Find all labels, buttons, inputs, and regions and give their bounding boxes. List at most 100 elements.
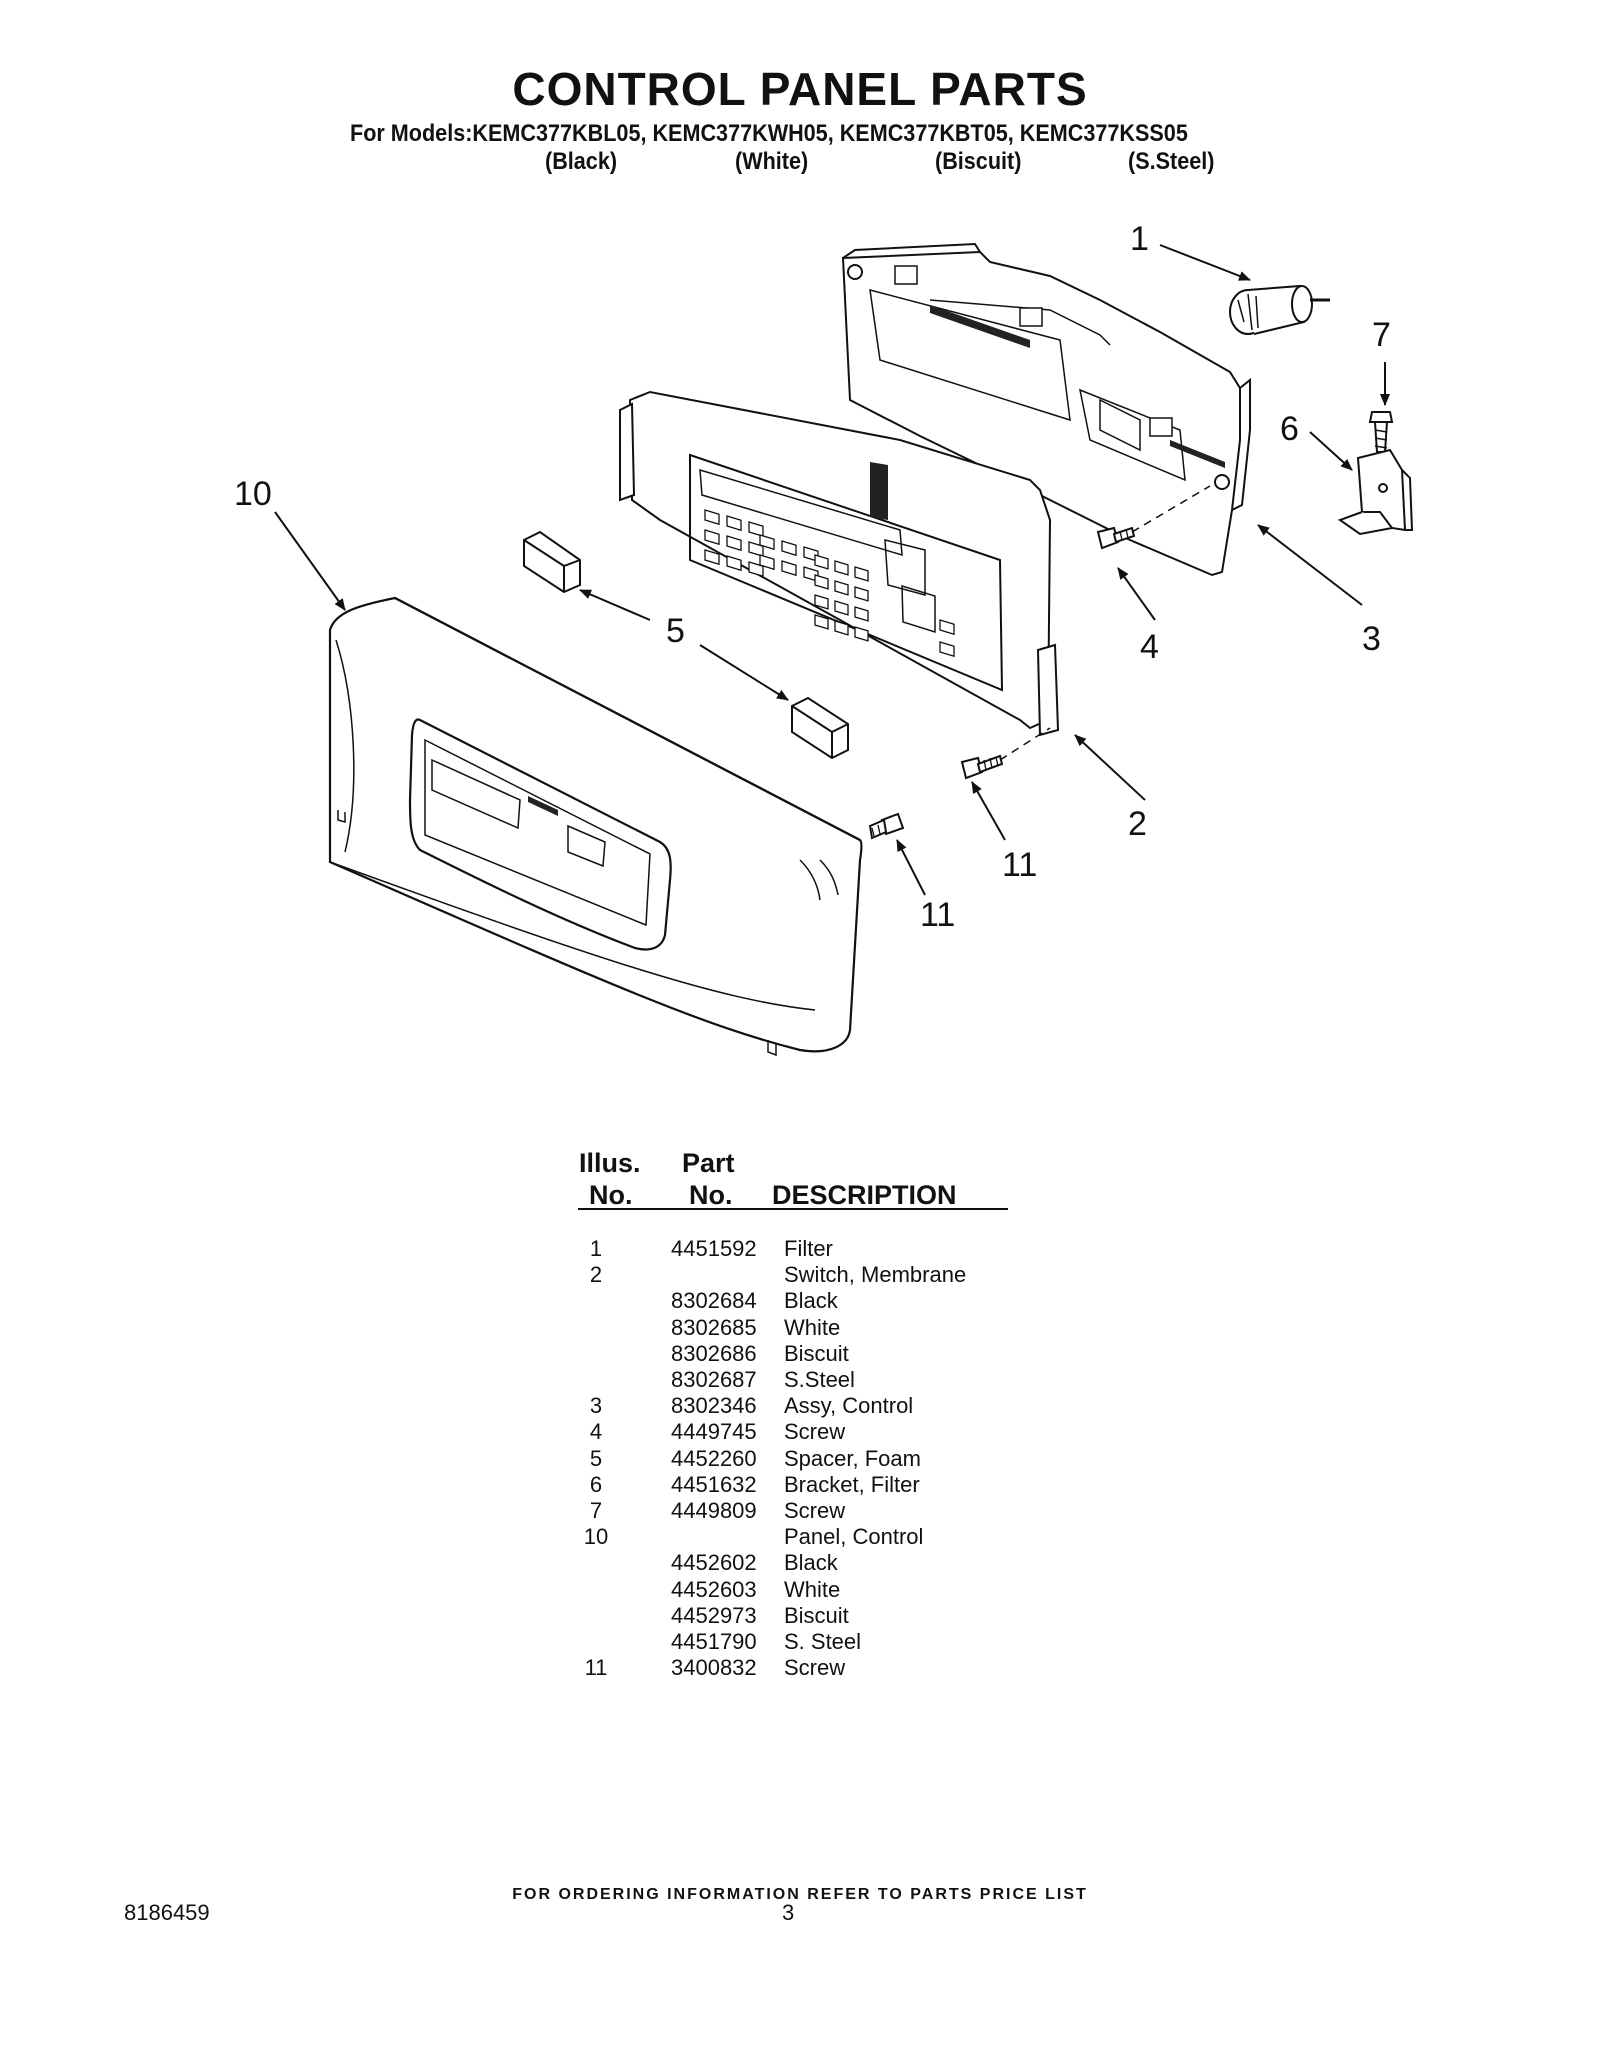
keypad-key <box>781 560 797 577</box>
part-no-cell: 4452603 <box>671 1576 757 1602</box>
keypad-key <box>726 515 742 532</box>
keypad-key <box>834 620 849 636</box>
keypad-key <box>759 554 775 571</box>
keypad-key <box>704 549 720 566</box>
part-no-cell: 4449809 <box>671 1498 757 1523</box>
header-illus-bottom: No. <box>589 1180 633 1210</box>
description-cell: Panel, Control <box>784 1524 924 1550</box>
header-description: DESCRIPTION <box>772 1180 957 1210</box>
callout-5: 5 <box>666 612 685 650</box>
part-no-cell: 4449745 <box>671 1419 757 1445</box>
control-assembly-screw <box>1096 526 1136 550</box>
illus-no-cell: 1 <box>589 1236 603 1261</box>
keypad-key <box>854 586 869 602</box>
part-no-cell: 4451592 <box>671 1236 757 1261</box>
callout-11-lower: 11 <box>920 896 955 934</box>
description-cell: Biscuit <box>784 1602 849 1628</box>
keypad-key <box>834 560 849 576</box>
bracket-screw <box>1368 411 1394 453</box>
header-part-bottom: No. <box>689 1180 733 1210</box>
part-no-cell: 4452602 <box>671 1550 757 1576</box>
page-title: CONTROL PANEL PARTS <box>512 63 1088 115</box>
keypad-key <box>748 561 764 578</box>
keypad-key <box>939 619 955 636</box>
color-label-white: (White) <box>735 148 809 175</box>
illus-no-cell: 7 <box>589 1498 603 1523</box>
color-label-biscuit: (Biscuit) <box>935 148 1022 175</box>
keypad-key <box>814 554 829 570</box>
color-label-steel: (S.Steel) <box>1128 148 1215 175</box>
color-label-black: (Black) <box>545 148 618 175</box>
leader-arrows <box>274 244 1390 896</box>
description-cell: White <box>784 1314 841 1340</box>
illus-no-cell: 11 <box>584 1655 608 1681</box>
part-no-cell: 4452260 <box>671 1445 757 1471</box>
callout-6: 6 <box>1280 410 1299 448</box>
keypad-key <box>726 555 742 572</box>
keypad-key <box>814 614 829 630</box>
keypad-key <box>939 641 955 658</box>
keypad-buttons <box>704 509 955 658</box>
keypad-key <box>834 580 849 596</box>
description-cell: Screw <box>784 1498 846 1523</box>
keypad-key <box>814 574 829 590</box>
alignment-lines <box>999 485 1211 761</box>
description-cell: Biscuit <box>784 1340 849 1366</box>
foam-spacer-bottom <box>791 696 849 760</box>
keypad-key <box>704 509 720 526</box>
filter <box>1229 284 1330 335</box>
header-rule <box>578 1208 1008 1210</box>
control-panel-fascia <box>328 596 863 1057</box>
keypad-key <box>704 529 720 546</box>
description-cell: Screw <box>784 1655 846 1681</box>
callout-11-upper: 11 <box>1002 846 1037 884</box>
header-illus-top: Illus. <box>579 1148 641 1178</box>
part-no-cell: 8302685 <box>671 1314 757 1340</box>
part-no-cell: 3400832 <box>671 1655 757 1681</box>
callout-2: 2 <box>1128 805 1147 843</box>
header-part-top: Part <box>682 1148 735 1178</box>
keypad-key <box>854 566 869 582</box>
description-cell: Black <box>784 1288 838 1314</box>
part-no-cell: 8302684 <box>671 1288 757 1314</box>
callout-7: 7 <box>1372 316 1391 354</box>
illus-no-cell: 3 <box>589 1393 603 1419</box>
description-cell: Spacer, Foam <box>784 1445 921 1471</box>
illus-no-cell: 6 <box>589 1471 603 1497</box>
part-no-cell: 8302687 <box>671 1367 757 1392</box>
keypad-key <box>726 535 742 552</box>
description-cell: Switch, Membrane <box>784 1262 967 1288</box>
illus-no-cell: 10 <box>583 1524 609 1550</box>
callout-1: 1 <box>1130 220 1149 258</box>
filter-bracket <box>1337 448 1414 536</box>
part-no-cell: 4451790 <box>671 1629 757 1654</box>
panel-screw-upper <box>960 754 1004 780</box>
description-cell: S. Steel <box>784 1629 862 1654</box>
illus-no-cell: 5 <box>589 1445 603 1471</box>
keypad-key <box>854 606 869 622</box>
exploded-parts-diagram: 1 7 6 10 5 4 3 2 11 11 <box>234 220 1414 1057</box>
description-cell: Assy, Control <box>784 1393 914 1419</box>
description-cell: Filter <box>784 1236 833 1261</box>
keypad-key <box>834 600 849 616</box>
keypad-key <box>781 540 797 557</box>
keypad-key <box>854 626 869 642</box>
illus-no-cell: 4 <box>589 1419 603 1445</box>
keypad-key <box>814 594 829 610</box>
description-cell: Black <box>784 1550 838 1576</box>
foam-spacer-top <box>523 530 581 594</box>
models-line: For Models:KEMC377KBL05, KEMC377KWH05, K… <box>350 120 1188 147</box>
part-no-cell: 4452973 <box>671 1602 757 1628</box>
description-cell: White <box>784 1576 841 1602</box>
description-cell: Screw <box>784 1419 846 1445</box>
callout-10: 10 <box>234 475 272 513</box>
part-no-cell: 8302686 <box>671 1340 757 1366</box>
keypad-key <box>759 534 775 551</box>
callout-4: 4 <box>1140 628 1159 666</box>
ordering-note: FOR ORDERING INFORMATION REFER TO PARTS … <box>512 1886 1088 1903</box>
page-number: 3 <box>782 1900 795 1925</box>
part-no-cell: 4451632 <box>671 1471 757 1497</box>
description-cell: Bracket, Filter <box>784 1471 920 1497</box>
illus-no-cell: 2 <box>589 1262 603 1288</box>
callout-3: 3 <box>1362 620 1381 658</box>
